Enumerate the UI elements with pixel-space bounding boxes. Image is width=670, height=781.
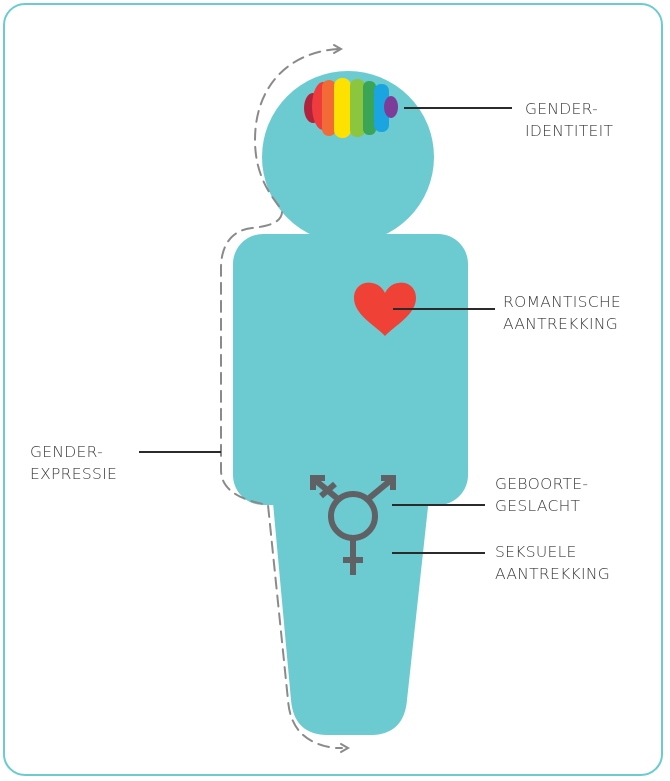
label-line: ROMANTISCHE: [503, 291, 621, 313]
label-romantic-attraction: ROMANTISCHE AANTREKKING: [503, 291, 621, 335]
label-line: GEBOORTE-: [495, 473, 588, 495]
human-figure: [233, 71, 468, 735]
label-line: IDENTITEIT: [525, 120, 613, 142]
label-gender-identity: GENDER- IDENTITEIT: [525, 98, 613, 142]
label-line: EXPRESSIE: [30, 463, 117, 485]
label-line: GESLACHT: [495, 495, 588, 517]
figure-legs: [270, 470, 432, 735]
label-line: GENDER-: [525, 98, 613, 120]
figure-torso: [233, 234, 468, 505]
label-sexual-attraction: SEKSUELE AANTREKKING: [495, 541, 610, 585]
label-line: SEKSUELE: [495, 541, 610, 563]
label-birth-sex: GEBOORTE- GESLACHT: [495, 473, 588, 517]
label-line: GENDER-: [30, 441, 117, 463]
label-line: AANTREKKING: [495, 563, 610, 585]
label-gender-expression: GENDER- EXPRESSIE: [30, 441, 117, 485]
label-line: AANTREKKING: [503, 313, 621, 335]
